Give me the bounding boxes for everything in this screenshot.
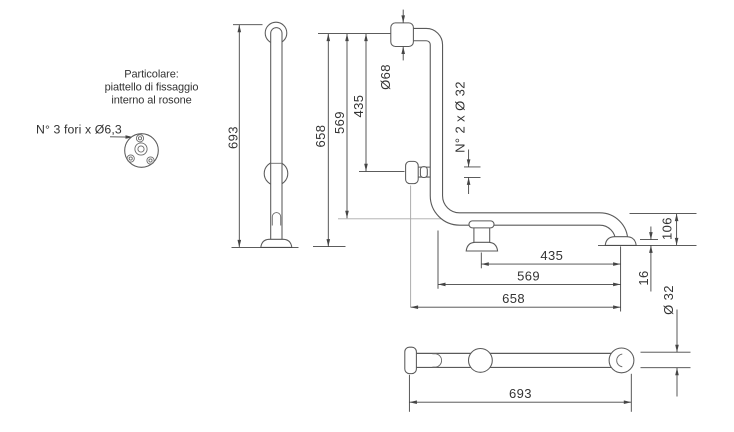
plan-inner-cap (432, 353, 442, 368)
detail-caption-line3: interno al rosone (111, 95, 191, 107)
plate-hole-1 (135, 134, 145, 143)
plan-length-dim-label: 693 (509, 386, 532, 401)
plan-bend-arc (616, 353, 623, 368)
length-overall-dim-label: 658 (502, 291, 525, 306)
rosette-dia-label: Ø68 (378, 64, 393, 90)
length-mid-dim-label: 435 (540, 248, 563, 263)
plan-pedestal-circle (467, 347, 493, 373)
tube-fill (411, 29, 628, 242)
stub-dia-label: N° 2 x Ø 32 (452, 81, 467, 153)
plate-hole-2-center (128, 156, 133, 161)
front-height-dim-label: 693 (225, 126, 240, 149)
fixing-plate-detail-view: Particolare: piattello di fissaggio inte… (36, 69, 199, 168)
height-axis-dim-label: 569 (332, 111, 347, 134)
plate-hole-2 (126, 154, 135, 163)
plate-hole-1-center (137, 136, 143, 141)
detail-caption-line2: piattello di fissaggio (105, 82, 199, 94)
front-bar-inner-cap (271, 212, 282, 226)
front-view: 693 (225, 21, 299, 248)
holes-note-label: N° 3 fori x Ø6,3 (36, 123, 122, 137)
grab-bar-tube (411, 27, 629, 242)
height-mid-dim-label: 435 (351, 95, 366, 118)
plan-tube-dia-label: Ø 32 (661, 285, 676, 315)
mid-wall-rosette (405, 160, 419, 185)
plate-hole-3-center (148, 158, 153, 163)
plate-hub-inner (137, 145, 145, 153)
plan-wall-rosette (404, 346, 417, 375)
end-riser-dim-label: 106 (659, 217, 674, 240)
front-bar-base-flange (260, 238, 293, 248)
stub-joint-ring (419, 166, 428, 179)
side-view: 658 569 435 Ø68 (313, 9, 697, 312)
detail-caption-line1: Particolare: (124, 69, 178, 81)
plate-hub-outer (134, 142, 148, 156)
top-wall-rosette (390, 22, 414, 48)
pedestal-support (465, 220, 499, 252)
height-overall-dim-label: 658 (313, 125, 328, 148)
plan-view: Ø 32 693 (404, 285, 691, 412)
front-bar-tube (270, 27, 283, 247)
plate-hole-3 (146, 156, 155, 165)
flange-dim-label: 16 (636, 270, 651, 285)
length-axis-dim-label: 569 (517, 268, 540, 283)
end-base-flange (604, 236, 637, 246)
plan-end-flange-circle (608, 347, 635, 374)
pedestal-base-flange (465, 241, 499, 252)
pedestal-collar (468, 220, 495, 229)
